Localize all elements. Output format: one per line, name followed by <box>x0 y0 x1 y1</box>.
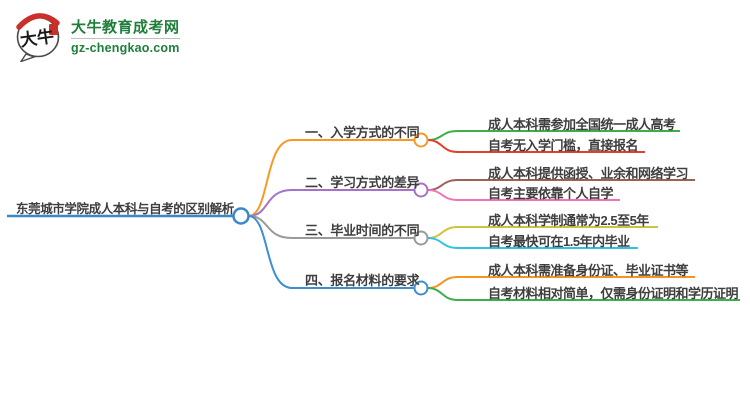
speech-bubble-logo-icon: 大牛 <box>16 13 60 62</box>
branch-1-label: 一、入学方式的不同 <box>305 125 420 140</box>
branch-1-line <box>248 139 414 217</box>
branch-1-circle <box>413 132 429 148</box>
leaf-4b-label: 自考材料相对简单，仅需身份证明和学历证明 <box>488 286 739 301</box>
logo-domain: gz-chengkao.com <box>71 40 180 55</box>
branch-4-line <box>248 215 414 289</box>
leaf-3b-line <box>427 237 638 249</box>
bubble-tail <box>19 53 37 62</box>
branch-2-circle <box>413 182 429 198</box>
branch-3-label: 三、毕业时间的不同 <box>305 223 420 238</box>
red-seal <box>49 24 58 35</box>
leaf-3a-label: 成人本科学制通常为2.5至5年 <box>488 213 649 228</box>
branch-4-label: 四、报名材料的要求 <box>305 273 420 288</box>
leaf-1b-line <box>427 139 645 153</box>
logo-title: 大牛教育成考网 <box>71 18 180 36</box>
leaf-2b-line <box>427 189 620 201</box>
branch-2-label: 二、学习方式的差异 <box>305 175 420 190</box>
center-node-circle <box>232 207 250 225</box>
logo-divider <box>71 37 180 39</box>
branch-3-circle <box>413 230 429 246</box>
leaf-1b-label: 自考无入学门槛，直接报名 <box>488 138 639 153</box>
leaf-3b-label: 自考最快可在1.5年内毕业 <box>488 234 630 249</box>
leaf-4a-label: 成人本科需准备身份证、毕业证书等 <box>488 263 689 278</box>
branch-4-circle <box>413 280 429 296</box>
leaf-2a-label: 成人本科提供函授、业余和网络学习 <box>488 166 689 181</box>
site-logo[interactable]: 大牛 大牛教育成考网 gz-chengkao.com <box>12 10 180 62</box>
center-node-label: 东莞城市学院成人本科与自考的区别解析 <box>16 202 234 216</box>
leaf-4b-line <box>427 287 740 301</box>
red-arc <box>16 13 60 30</box>
branch-3-line <box>248 215 414 239</box>
leaf-1a-label: 成人本科需参加全国统一成人高考 <box>488 117 676 132</box>
leaf-2b-label: 自考主要依靠个人自学 <box>488 186 614 201</box>
logo-icon-text: 大牛 <box>19 26 55 51</box>
branch-2-line <box>248 189 414 217</box>
